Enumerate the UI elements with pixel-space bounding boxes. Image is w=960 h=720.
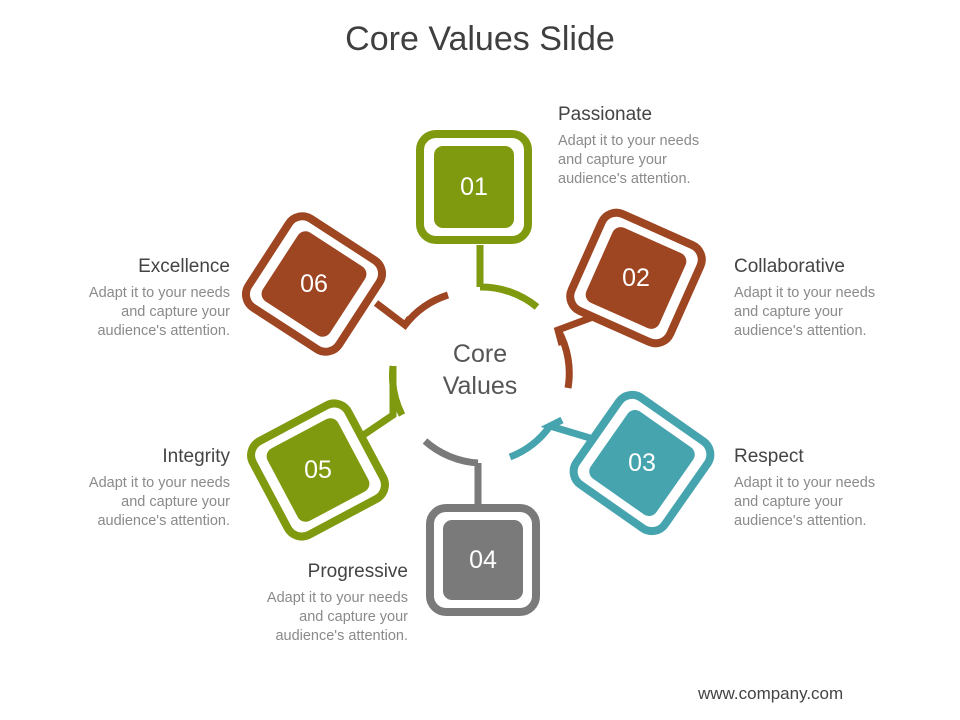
value-title: Excellence	[138, 256, 230, 277]
value-title: Respect	[734, 446, 804, 467]
value-node-05: 05	[247, 399, 389, 541]
value-node-04: 04	[426, 504, 540, 616]
arc-03	[508, 423, 553, 461]
node-number-03: 03	[628, 449, 656, 477]
value-title: Integrity	[162, 446, 230, 467]
node-number-01: 01	[460, 173, 488, 201]
slide-title: Core Values Slide	[345, 20, 615, 58]
value-label-02: Collaborative Adapt it to your needs and…	[734, 256, 914, 341]
node-number-06: 06	[300, 270, 328, 298]
value-label-04: Progressive Adapt it to your needs and c…	[228, 561, 408, 646]
value-title: Collaborative	[734, 256, 845, 277]
node-number-02: 02	[622, 264, 650, 292]
value-title: Progressive	[307, 561, 408, 582]
value-node-02: 02	[566, 208, 706, 348]
node-number-05: 05	[304, 456, 332, 484]
value-text: Adapt it to your needs and capture your …	[88, 285, 230, 339]
value-text: Adapt it to your needs and capture your …	[266, 590, 408, 644]
arc-04	[422, 438, 479, 467]
value-text: Adapt it to your needs and capture your …	[558, 133, 700, 187]
arc-01	[479, 283, 540, 310]
node-number-04: 04	[469, 546, 497, 574]
value-node-03: 03	[569, 390, 715, 536]
value-node-06: 06	[241, 212, 387, 356]
value-label-03: Respect Adapt it to your needs and captu…	[734, 446, 914, 531]
value-text: Adapt it to your needs and capture your …	[734, 285, 876, 339]
center-line2: Values	[442, 372, 518, 400]
value-text: Adapt it to your needs and capture your …	[734, 475, 876, 529]
footer-url: www.company.com	[698, 684, 844, 703]
value-label-05: Integrity Adapt it to your needs and cap…	[50, 446, 230, 531]
value-label-01: Passionate Adapt it to your needs and ca…	[558, 104, 738, 189]
center-line1: Core	[452, 340, 508, 368]
value-node-01: 01	[416, 130, 532, 244]
value-label-06: Excellence Adapt it to your needs and ca…	[50, 256, 230, 341]
center-label: Core Values	[400, 338, 560, 402]
value-title: Passionate	[558, 104, 653, 125]
value-text: Adapt it to your needs and capture your …	[88, 475, 230, 529]
